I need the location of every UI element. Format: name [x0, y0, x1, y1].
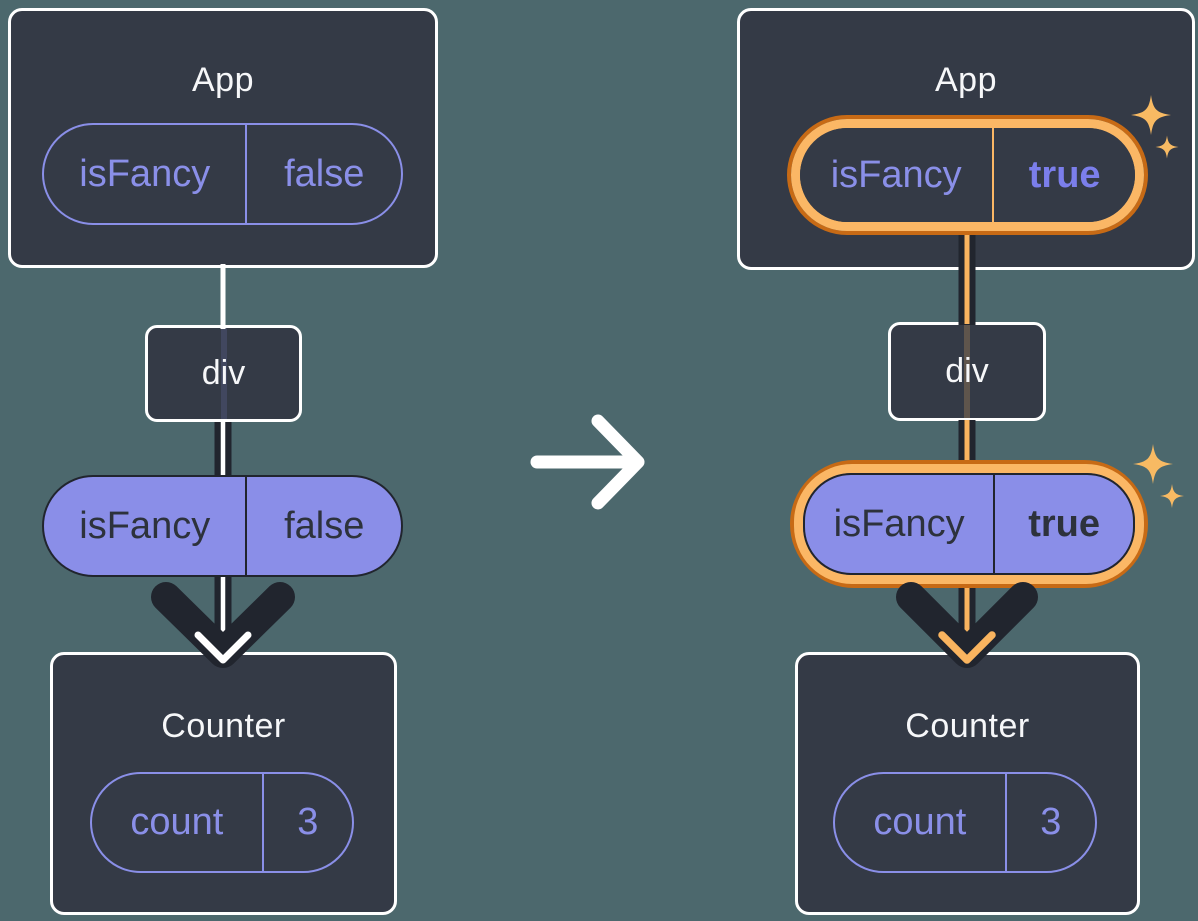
passed-prop-pill: isFancy true — [803, 473, 1135, 575]
flow-arrowhead-icon — [151, 582, 295, 668]
passed-prop-pill: isFancy false — [42, 475, 403, 577]
counter-state-pill: count 3 — [90, 772, 354, 873]
state-name-label: count — [873, 801, 967, 843]
state-name-cell: count — [835, 774, 1007, 871]
prop-name-cell: isFancy — [800, 128, 995, 222]
transition-arrow-icon — [530, 414, 645, 510]
highlight-ring: isFancy true — [787, 115, 1148, 235]
passed-prop-name-cell: isFancy — [805, 475, 996, 573]
prop-value-label: true — [1028, 153, 1101, 196]
div-node-label: div — [201, 354, 246, 392]
app-prop-pill: isFancy false — [42, 123, 403, 225]
app-prop-pill: isFancy true — [800, 128, 1135, 222]
state-name-cell: count — [92, 774, 264, 871]
state-value-label: 3 — [1040, 801, 1062, 843]
state-value-cell: 3 — [264, 774, 352, 871]
div-node-card: div — [888, 322, 1046, 421]
passed-prop-value-cell: true — [995, 475, 1133, 573]
counter-title: Counter — [161, 707, 286, 745]
prop-name-label: isFancy — [830, 153, 962, 196]
passed-prop-name-cell: isFancy — [44, 477, 248, 575]
div-node-card: div — [145, 325, 302, 422]
highlight-ring: isFancy true — [790, 460, 1148, 588]
state-value-label: 3 — [297, 801, 319, 843]
highlight-ring-inner: isFancy true — [791, 119, 1144, 231]
state-name-label: count — [130, 801, 224, 843]
passed-prop-value-cell: false — [247, 477, 401, 575]
passed-prop-value-label: true — [1028, 502, 1101, 545]
div-pass-through-line — [964, 325, 970, 418]
prop-name-label: isFancy — [79, 152, 211, 195]
counter-title: Counter — [905, 707, 1030, 745]
prop-value-cell: false — [247, 125, 401, 223]
prop-name-cell: isFancy — [44, 125, 248, 223]
div-node-label: div — [945, 352, 989, 390]
state-value-cell: 3 — [1007, 774, 1095, 871]
prop-value-label: false — [284, 152, 365, 195]
passed-prop-name-label: isFancy — [833, 502, 965, 545]
highlight-ring-inner: isFancy true — [794, 464, 1144, 584]
div-pass-through-line — [220, 328, 227, 419]
flow-arrowhead-icon — [896, 582, 1038, 668]
counter-state-pill: count 3 — [833, 772, 1097, 873]
prop-value-cell: true — [994, 128, 1135, 222]
app-title: App — [935, 61, 997, 99]
passed-prop-name-label: isFancy — [79, 504, 211, 547]
app-title: App — [192, 61, 254, 99]
passed-prop-value-label: false — [284, 504, 365, 547]
